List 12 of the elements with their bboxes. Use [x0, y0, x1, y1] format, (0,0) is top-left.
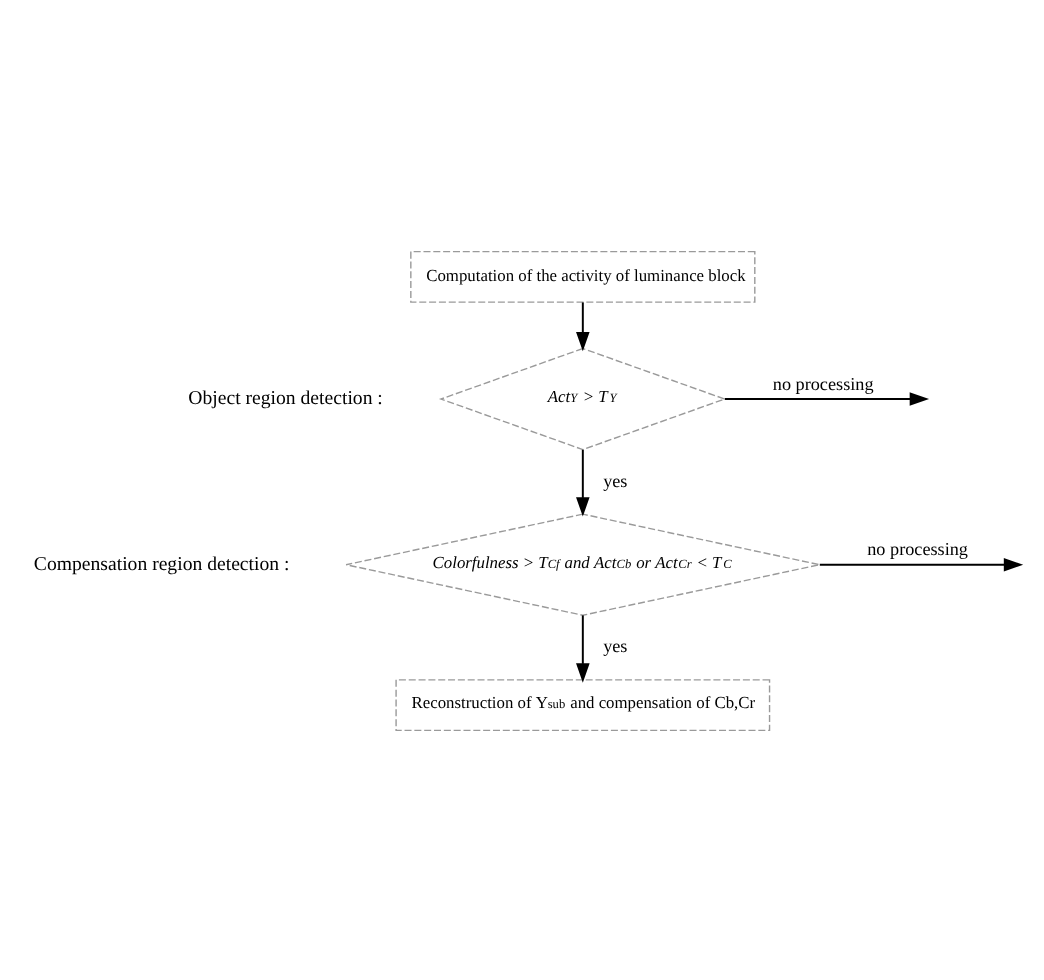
arrow	[723, 391, 930, 405]
label: Compensation region detection :	[33, 552, 290, 575]
arrow	[576, 613, 590, 682]
edge-label: yes	[603, 635, 628, 656]
arrow	[576, 300, 590, 351]
arrow	[818, 556, 1024, 571]
edge-label: yes	[603, 469, 628, 490]
arrow	[576, 447, 590, 516]
node-box: Computation of the activity of luminance block	[410, 249, 756, 302]
label: Object region detection :	[188, 387, 383, 410]
edge-label: no processing	[867, 538, 968, 559]
edge-label: no processing	[772, 372, 874, 393]
